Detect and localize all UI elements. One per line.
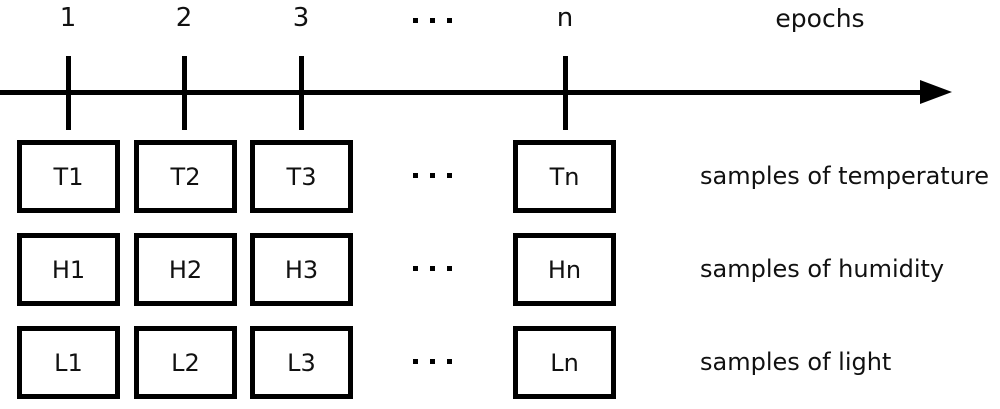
- tick-epoch-1: [66, 56, 71, 130]
- sample-box-l2: L2: [134, 326, 237, 399]
- dot-icon: [413, 359, 418, 364]
- tick-epoch-n: [563, 56, 568, 130]
- temperature-ellipsis-dots: [413, 173, 452, 178]
- tick-epoch-2: [182, 56, 187, 130]
- sample-box-h1: H1: [17, 233, 120, 306]
- tick-epoch-3: [299, 56, 304, 130]
- epoch-label-1: 1: [59, 3, 77, 33]
- sample-box-h2: H2: [134, 233, 237, 306]
- caption-humidity: samples of humidity: [700, 255, 945, 283]
- epoch-label-n: n: [556, 3, 574, 33]
- timeline-axis-line: [0, 90, 926, 95]
- dot-icon: [447, 266, 452, 271]
- dot-icon: [430, 266, 435, 271]
- caption-temperature: samples of temperature: [700, 162, 990, 190]
- epoch-label-3: 3: [292, 3, 310, 33]
- sample-box-t1: T1: [17, 140, 120, 213]
- dot-icon: [413, 266, 418, 271]
- sample-box-ln: Ln: [513, 326, 616, 399]
- sample-box-h3: H3: [250, 233, 353, 306]
- light-ellipsis-dots: [413, 359, 452, 364]
- epochs-ellipsis-dots: [413, 18, 452, 23]
- sample-box-t3: T3: [250, 140, 353, 213]
- epoch-label-2: 2: [175, 3, 193, 33]
- dot-icon: [413, 173, 418, 178]
- sample-box-l1: L1: [17, 326, 120, 399]
- sample-box-hn: Hn: [513, 233, 616, 306]
- sample-box-t2: T2: [134, 140, 237, 213]
- dot-icon: [430, 359, 435, 364]
- dot-icon: [430, 18, 435, 23]
- humidity-ellipsis-dots: [413, 266, 452, 271]
- dot-icon: [413, 18, 418, 23]
- axis-caption-epochs: epochs: [775, 4, 865, 33]
- dot-icon: [447, 173, 452, 178]
- sample-box-l3: L3: [250, 326, 353, 399]
- caption-light: samples of light: [700, 348, 892, 376]
- timeline-arrowhead-icon: [920, 80, 952, 104]
- dot-icon: [447, 359, 452, 364]
- sample-box-tn: Tn: [513, 140, 616, 213]
- dot-icon: [447, 18, 452, 23]
- dot-icon: [430, 173, 435, 178]
